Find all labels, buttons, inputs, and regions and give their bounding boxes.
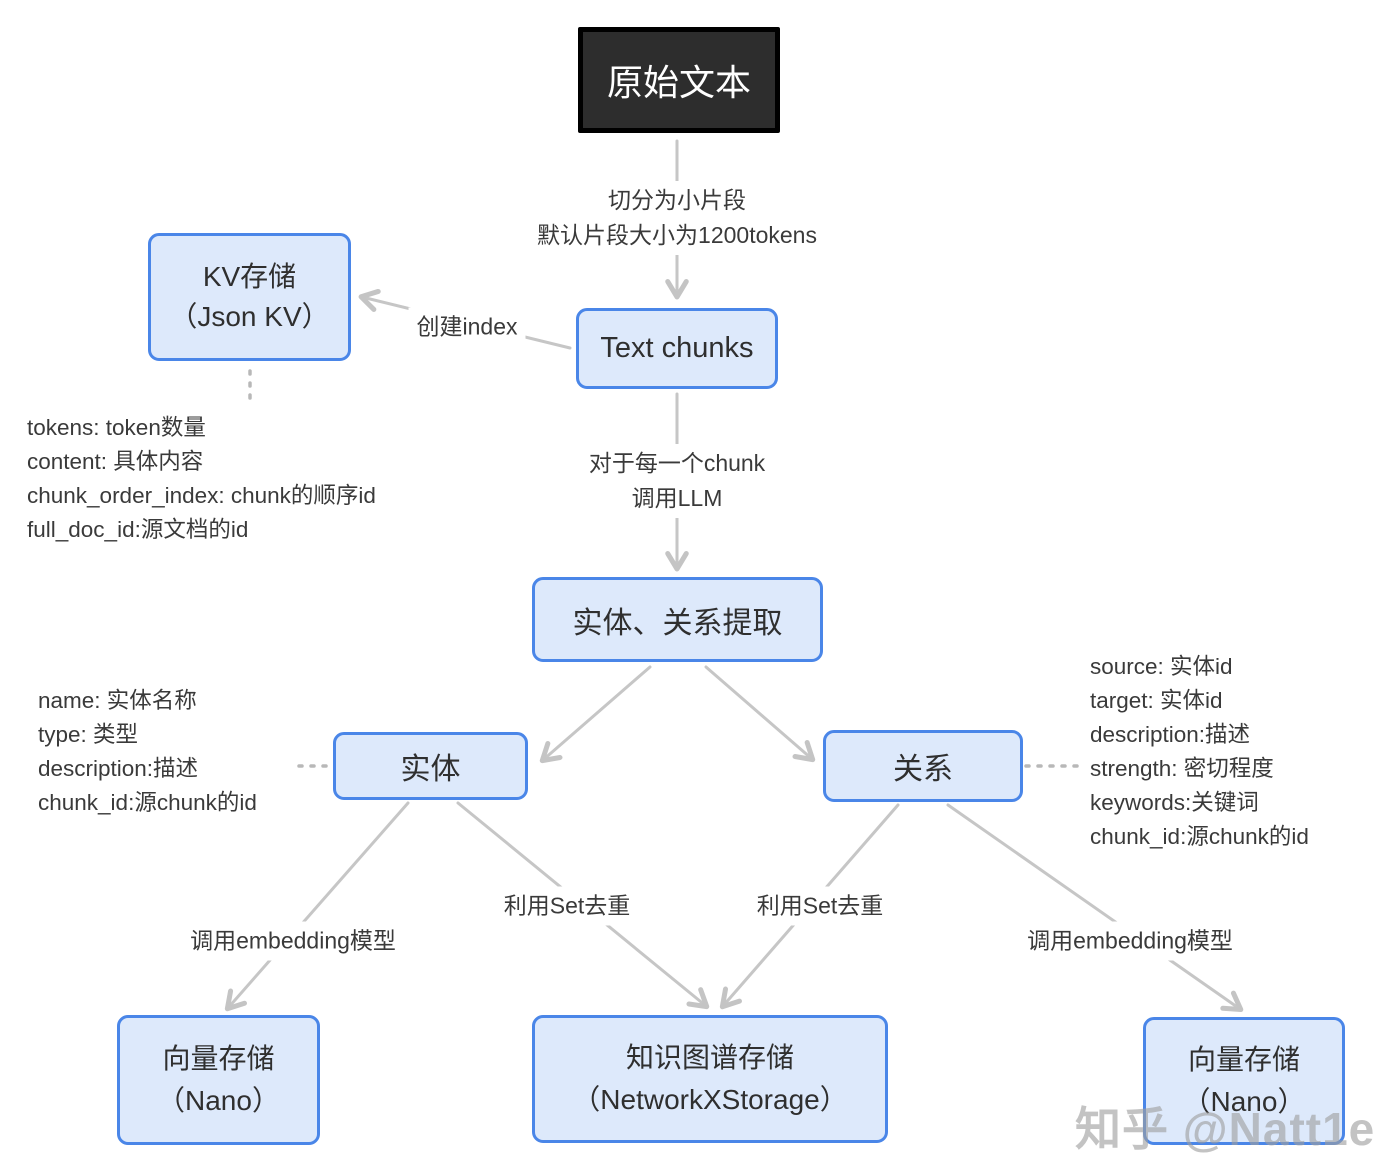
annotation-line: source: 实体id — [1090, 654, 1233, 679]
annotation-line: keywords:关键词 — [1090, 790, 1259, 815]
edge-label-embedding-right: 调用embedding模型 — [1019, 921, 1241, 961]
edge-label-line1: 切分为小片段 — [608, 187, 746, 213]
node-entity: 实体 — [333, 732, 528, 800]
annotation-line: tokens: token数量 — [27, 415, 206, 440]
node-kv-store: KV存储 （Json KV） — [148, 233, 351, 361]
edge-label-line2: 调用LLM — [631, 485, 723, 511]
edge-label-per-chunk: 对于每一个chunk 调用LLM — [580, 444, 774, 518]
annotation-kv-fields: tokens: token数量 content: 具体内容 chunk_orde… — [27, 411, 376, 547]
node-vector-store-right: 向量存储 （Nano） — [1143, 1017, 1345, 1145]
annotation-line: type: 类型 — [38, 722, 139, 747]
zhihu-watermark: 知乎 @Natt1e — [1075, 1103, 1376, 1155]
annotation-line: chunk_id:源chunk的id — [1090, 824, 1309, 849]
annotation-line: description:描述 — [1090, 722, 1251, 747]
edge-label-line2: 默认片段大小为1200tokens — [537, 222, 817, 248]
node-label: 原始文本 — [606, 62, 751, 103]
edge-label-set-dedupe-right: 利用Set去重 — [748, 886, 892, 926]
annotation-line: description:描述 — [38, 756, 199, 781]
annotation-line: content: 具体内容 — [27, 449, 204, 474]
edge-label-set-dedupe-left: 利用Set去重 — [495, 886, 639, 926]
node-label-line2: （Json KV） — [169, 301, 330, 332]
annotation-line: name: 实体名称 — [38, 688, 197, 713]
node-label-line2: （NetworkXStorage） — [572, 1084, 848, 1115]
node-label: 实体 — [400, 753, 461, 786]
node-label: 关系 — [893, 753, 953, 786]
node-label: Text chunks — [600, 332, 754, 364]
node-label-line2: （Nano） — [157, 1085, 280, 1116]
annotation-relation-fields: source: 实体id target: 实体id description:描述… — [1090, 650, 1309, 854]
node-text-chunks: Text chunks — [576, 308, 778, 389]
annotation-line: strength: 密切程度 — [1090, 756, 1274, 781]
node-label-line2: （Nano） — [1182, 1086, 1306, 1117]
node-vector-store-left: 向量存储 （Nano） — [117, 1015, 320, 1145]
annotation-line: chunk_id:源chunk的id — [38, 790, 257, 815]
edge-extract-to-relation — [704, 665, 816, 763]
node-label: 实体、关系提取 — [572, 606, 783, 640]
edge-entity-to-vector-left — [224, 801, 410, 1012]
node-label-line1: 向量存储 — [162, 1043, 275, 1074]
edge-label-create-index: 创建index — [408, 307, 526, 347]
edge-label-split: 切分为小片段 默认片段大小为1200tokens — [529, 181, 825, 255]
edge-label-embedding-left: 调用embedding模型 — [182, 921, 404, 961]
annotation-line: target: 实体id — [1090, 688, 1223, 713]
annotation-line: full_doc_id:源文档的id — [27, 517, 249, 542]
annotation-entity-fields: name: 实体名称 type: 类型 description:描述 chunk… — [38, 684, 257, 820]
node-relation: 关系 — [823, 730, 1023, 802]
node-label-line1: KV存储 — [202, 261, 297, 292]
edge-label-line1: 对于每一个chunk — [588, 450, 766, 476]
annotation-line: chunk_order_index: chunk的顺序id — [27, 483, 376, 508]
node-entity-relation-extraction: 实体、关系提取 — [532, 577, 823, 662]
node-knowledge-graph-store: 知识图谱存储 （NetworkXStorage） — [532, 1015, 888, 1143]
edge-relation-to-vector-right — [946, 803, 1244, 1013]
node-label-line1: 知识图谱存储 — [625, 1042, 794, 1073]
edge-extract-to-entity — [539, 665, 652, 764]
node-original-text: 原始文本 — [578, 27, 780, 133]
node-label-line1: 向量存储 — [1187, 1044, 1300, 1075]
